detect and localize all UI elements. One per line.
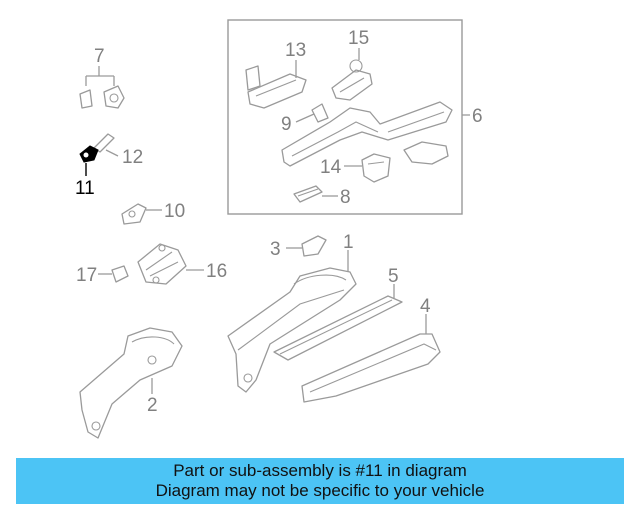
part-8 — [293, 185, 323, 203]
banner-line-2: Diagram may not be specific to your vehi… — [155, 481, 485, 500]
part-5 — [273, 295, 403, 361]
part-6-crossmember — [281, 101, 453, 167]
callout-16: 16 — [206, 261, 227, 282]
callout-17: 17 — [76, 265, 97, 286]
part-3 — [301, 235, 327, 257]
callout-2: 2 — [147, 395, 158, 416]
callout-6: 6 — [472, 106, 483, 127]
callout-8: 8 — [340, 187, 351, 208]
callout-9: 9 — [281, 114, 292, 135]
callout-15: 15 — [348, 28, 369, 49]
part-2 — [79, 327, 183, 439]
part-14 — [361, 153, 391, 183]
inset-frame — [227, 19, 463, 215]
part-1 — [227, 267, 357, 393]
callout-13: 13 — [285, 40, 306, 61]
callout-5: 5 — [388, 266, 399, 287]
callout-1: 1 — [343, 232, 354, 253]
part-16 — [137, 243, 187, 285]
part-13 — [245, 65, 307, 109]
callout-4: 4 — [420, 296, 431, 317]
part-11-highlighted — [79, 145, 99, 163]
inset-bracket-right — [403, 141, 449, 165]
part-17 — [111, 265, 129, 283]
part-4 — [301, 333, 441, 403]
leader-7 — [85, 66, 115, 86]
callout-7: 7 — [94, 46, 105, 67]
leader-9 — [295, 113, 315, 123]
part-7 — [79, 85, 125, 109]
callout-10: 10 — [164, 201, 185, 222]
callout-3: 3 — [270, 239, 281, 260]
callout-12: 12 — [122, 147, 143, 168]
callout-11: 11 — [75, 178, 95, 199]
callout-14: 14 — [320, 157, 342, 178]
info-banner: Part or sub-assembly is #11 in diagram D… — [16, 458, 624, 504]
leader-12 — [105, 149, 119, 157]
banner-line-1: Part or sub-assembly is #11 in diagram — [173, 461, 467, 480]
part-15 — [331, 59, 373, 101]
part-10 — [121, 203, 147, 225]
